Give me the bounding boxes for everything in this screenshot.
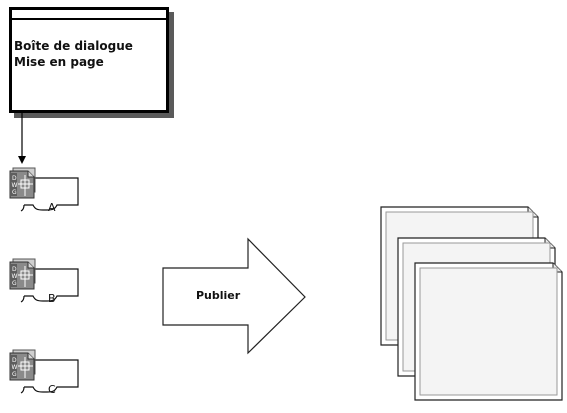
- layout-c-icon: [9, 349, 79, 394]
- publish-label: Publier: [196, 289, 241, 302]
- dialog-titlebar: [12, 10, 166, 20]
- layout-b-icon: [9, 258, 79, 303]
- layout-c-label: C: [48, 383, 56, 396]
- dialog-caption-line1: Boîte de dialogue: [14, 39, 133, 53]
- page-setup-dialog: [9, 7, 169, 113]
- connector-arrowhead: [18, 156, 26, 164]
- sheet-stack-icon: [380, 206, 563, 401]
- dialog-caption-line2: Mise en page: [14, 55, 104, 69]
- publish-arrow: [162, 237, 306, 355]
- dialog-caption: Boîte de dialogue Mise en page: [14, 38, 133, 70]
- layout-a-label: A: [48, 201, 56, 214]
- layout-a-icon: [9, 167, 79, 212]
- layout-b-label: B: [48, 292, 56, 305]
